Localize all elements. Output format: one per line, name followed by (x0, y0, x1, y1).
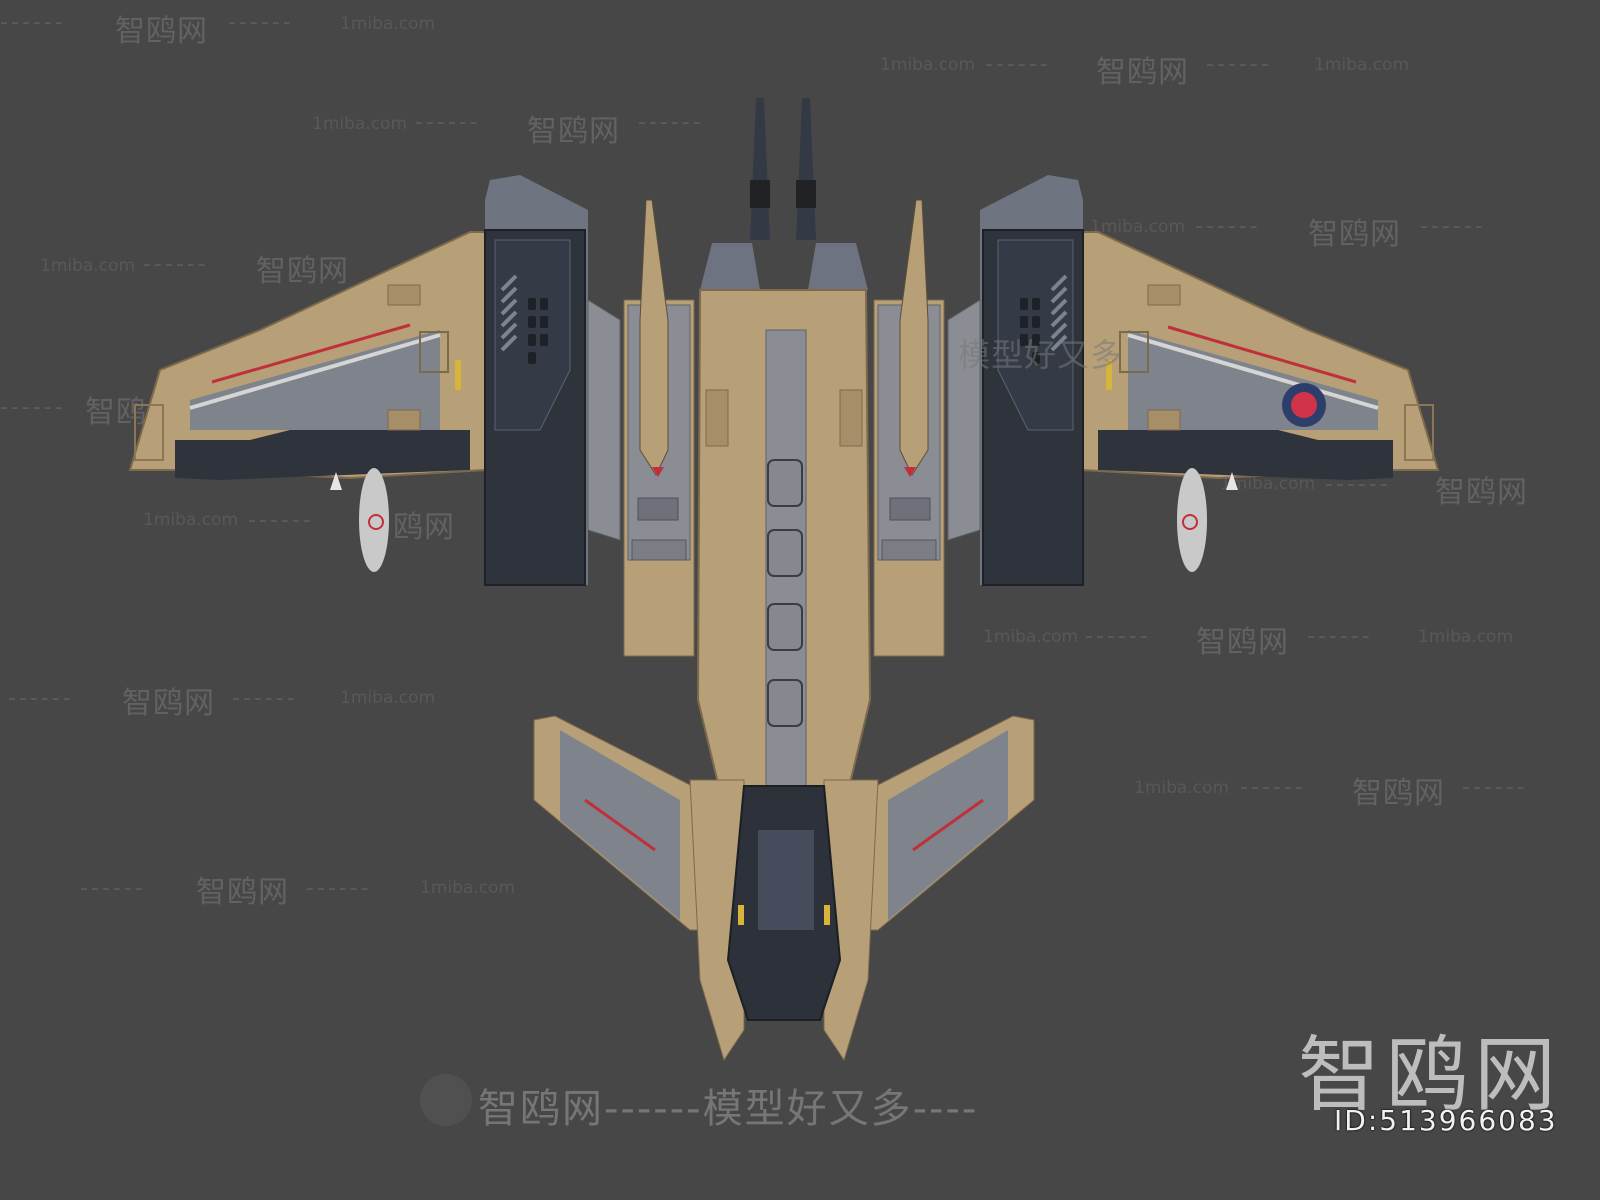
fuselage (696, 289, 872, 801)
watermark-site: 智鸥网 (115, 14, 208, 49)
left-wing (128, 231, 486, 480)
bird-logo-icon (420, 1074, 472, 1126)
left-side-pod (623, 199, 695, 657)
cockpit (689, 779, 879, 1062)
watermark-dashes: ------ (306, 876, 372, 901)
right-missile (1177, 468, 1238, 572)
watermark-dashes: ------ (0, 10, 66, 35)
watermark-dashes: ------ (228, 10, 294, 35)
watermark-url: 1miba.com (420, 878, 516, 898)
watermark-dashes: ------ (232, 686, 298, 711)
asset-id: ID:513966083 (1334, 1104, 1558, 1137)
watermark-dashes: ------ (1085, 624, 1151, 649)
watermark-site: 智鸥网 (527, 114, 620, 149)
watermark-dashes: ------ (1206, 52, 1272, 77)
watermark-url: 1miba.com (1220, 474, 1316, 494)
watermark-url: 1miba.com (1134, 778, 1230, 798)
watermark-site: 智鸥网 (196, 875, 289, 910)
watermark-site: 智鸥网 (256, 254, 349, 289)
watermark-site: 智鸥网 (1308, 217, 1401, 252)
watermark-dashes: ------ (415, 110, 481, 135)
watermark-url: 1miba.com (340, 688, 436, 708)
right-side-pod (873, 199, 945, 657)
watermark-dashes: ------ (0, 395, 66, 420)
watermark-site: 智鸥网 (1352, 776, 1445, 811)
watermark-dashes: ------ (248, 508, 314, 533)
left-tail-wing (533, 715, 701, 931)
watermark-dashes: ------ (638, 110, 704, 135)
left-engine-pod (484, 175, 621, 586)
spacecraft-model (128, 98, 1440, 1062)
watermark-url: 1miba.com (1314, 55, 1410, 75)
render-canvas: ------ 智鸥网 ------ 1miba.com 1miba.com --… (0, 10, 1563, 1137)
watermark-site: 智鸥网 (1196, 625, 1289, 660)
right-engine-pod (947, 175, 1084, 586)
watermark-mid-slogan: 模型好又多 (958, 336, 1124, 374)
watermark-dashes: ------ (143, 252, 209, 277)
watermark-dashes: ------ (1420, 214, 1486, 239)
watermark-url: 1miba.com (143, 510, 239, 530)
watermark-dashes: ------ (1462, 775, 1528, 800)
watermark-dashes: ------ (80, 876, 146, 901)
watermark-dashes: ------ (8, 686, 74, 711)
right-tail-wing (867, 715, 1035, 931)
watermark-url: 1miba.com (880, 55, 976, 75)
watermark-dashes: ------ (985, 52, 1051, 77)
watermark-url: 1miba.com (340, 14, 436, 34)
watermark-dashes: ------ (1240, 775, 1306, 800)
watermark-url: 1miba.com (1418, 627, 1514, 647)
dorsal-fins (700, 98, 868, 290)
watermark-url: 1miba.com (983, 627, 1079, 647)
watermark-url: 1miba.com (312, 114, 408, 134)
watermark-site: 智鸥网 (1435, 475, 1528, 510)
left-missile (330, 468, 389, 572)
watermark-url: 1miba.com (1090, 217, 1186, 237)
right-wing (1082, 231, 1440, 480)
watermark-slogan: 智鸥网------模型好又多---- (478, 1086, 979, 1132)
brand-logo: 智鸥网 (1298, 1028, 1563, 1123)
watermark-site: 智鸥网 (122, 686, 215, 721)
watermark-dashes: ------ (1195, 214, 1261, 239)
watermark-dashes: ------ (1307, 624, 1373, 649)
watermark-url: 1miba.com (40, 256, 136, 276)
watermark-site: 智鸥网 (1096, 55, 1189, 90)
